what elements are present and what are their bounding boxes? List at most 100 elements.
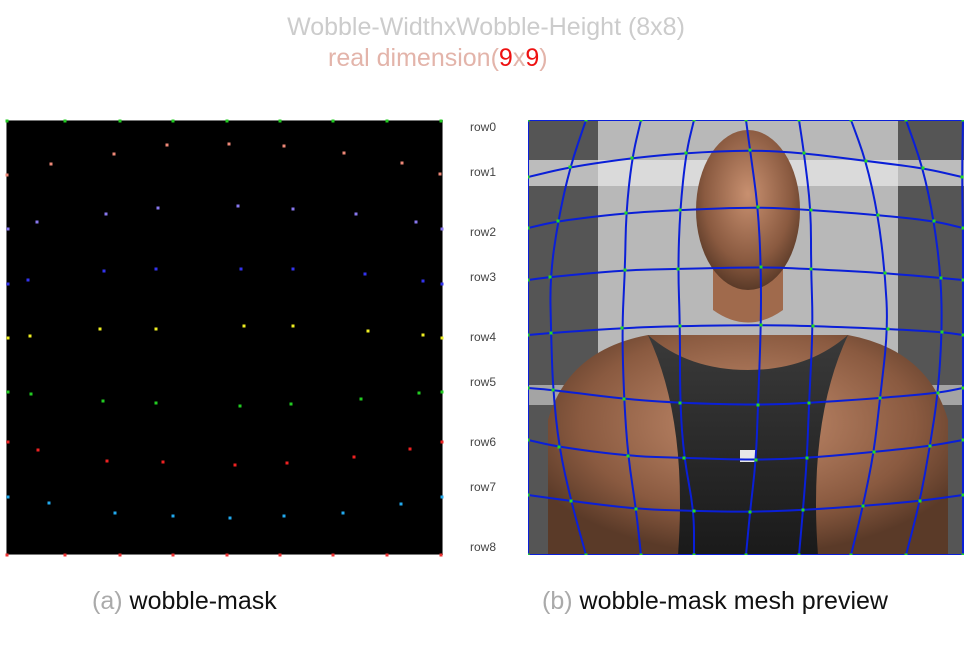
mask-point xyxy=(28,334,32,338)
mesh-point xyxy=(748,148,752,152)
mask-point xyxy=(331,553,335,557)
mask-point xyxy=(49,162,53,166)
wobble-mask-panel xyxy=(5,119,444,557)
mask-point xyxy=(171,119,175,123)
mesh-point xyxy=(904,120,908,122)
mesh-row-line xyxy=(528,324,964,336)
mesh-column-line xyxy=(621,120,642,555)
mask-point xyxy=(98,327,102,331)
mesh-point xyxy=(864,159,868,163)
mask-point xyxy=(408,447,412,451)
mask-point xyxy=(440,495,444,499)
caption-left: (a) wobble-mask xyxy=(92,585,277,617)
mesh-point xyxy=(961,493,964,497)
mesh-point xyxy=(928,444,932,448)
mesh-point xyxy=(872,450,876,454)
mask-point xyxy=(291,324,295,328)
caption-left-tag: (a) xyxy=(92,587,123,615)
mask-point xyxy=(6,227,10,231)
mesh-point xyxy=(584,120,588,122)
mesh-point xyxy=(528,493,530,497)
mask-point xyxy=(63,553,67,557)
mask-point xyxy=(439,553,443,557)
mask-point xyxy=(47,501,51,505)
mask-point xyxy=(331,119,335,123)
mesh-point xyxy=(756,205,760,209)
mesh-point xyxy=(878,396,882,400)
mesh-grid xyxy=(528,120,964,555)
row-label: row3 xyxy=(470,270,497,284)
mesh-point xyxy=(692,553,696,555)
mesh-row-line xyxy=(528,439,964,461)
mesh-point xyxy=(883,271,887,275)
mask-point xyxy=(417,391,421,395)
mesh-point xyxy=(811,324,815,328)
mask-point xyxy=(440,336,444,340)
mesh-point xyxy=(886,327,890,331)
mesh-point xyxy=(678,324,682,328)
mask-point xyxy=(105,459,109,463)
mask-point xyxy=(236,204,240,208)
mesh-point xyxy=(849,553,853,555)
mask-point xyxy=(385,119,389,123)
mesh-point xyxy=(528,386,530,390)
mesh-point xyxy=(622,397,626,401)
mesh-point xyxy=(551,388,555,392)
photo-backdrop xyxy=(528,120,964,555)
mask-point xyxy=(440,390,444,394)
mesh-point xyxy=(961,553,964,555)
mask-point xyxy=(438,172,442,176)
mask-point xyxy=(5,173,9,177)
mesh-point xyxy=(754,458,758,462)
mask-point xyxy=(421,333,425,337)
mask-point xyxy=(36,448,40,452)
mesh-column-line xyxy=(745,120,763,555)
mesh-point xyxy=(682,456,686,460)
mask-point xyxy=(282,514,286,518)
mesh-point xyxy=(960,175,964,179)
mesh-point xyxy=(961,333,964,337)
mask-point xyxy=(239,267,243,271)
mask-point xyxy=(118,553,122,557)
mask-point xyxy=(238,404,242,408)
mesh-point xyxy=(549,331,553,335)
row-label: row5 xyxy=(470,375,497,389)
mask-point xyxy=(6,336,10,340)
mesh-point xyxy=(759,323,763,327)
mask-point xyxy=(385,553,389,557)
mesh-point xyxy=(556,219,560,223)
mesh-point xyxy=(918,499,922,503)
mesh-point xyxy=(528,278,530,282)
mesh-point xyxy=(939,276,943,280)
mask-point xyxy=(233,463,237,467)
subtitle-height: 9 xyxy=(525,44,540,72)
caption-right: (b) wobble-mask mesh preview xyxy=(542,585,888,617)
mask-point xyxy=(228,516,232,520)
mask-point xyxy=(440,282,444,286)
mesh-point xyxy=(809,267,813,271)
mesh-column-line xyxy=(850,120,888,555)
mask-point xyxy=(282,144,286,148)
mesh-point xyxy=(528,175,530,179)
mask-point xyxy=(63,119,67,123)
mask-point xyxy=(440,227,444,231)
mesh-point xyxy=(639,120,643,122)
mesh-row-line xyxy=(528,206,964,229)
mask-point xyxy=(366,329,370,333)
mask-point xyxy=(278,553,282,557)
mask-point xyxy=(154,267,158,271)
mask-point xyxy=(225,119,229,123)
mask-point xyxy=(359,397,363,401)
subtitle-prefix: real dimension( xyxy=(328,44,499,72)
mesh-point xyxy=(961,386,964,390)
mesh-point xyxy=(626,454,630,458)
mesh-point xyxy=(876,213,880,217)
mesh-point xyxy=(528,553,530,555)
mesh-row-line xyxy=(528,387,964,406)
mask-point xyxy=(161,460,165,464)
caption-right-tag: (b) xyxy=(542,587,573,615)
mesh-point xyxy=(797,553,801,555)
mesh-column-line xyxy=(905,120,943,555)
mesh-point xyxy=(849,120,853,122)
